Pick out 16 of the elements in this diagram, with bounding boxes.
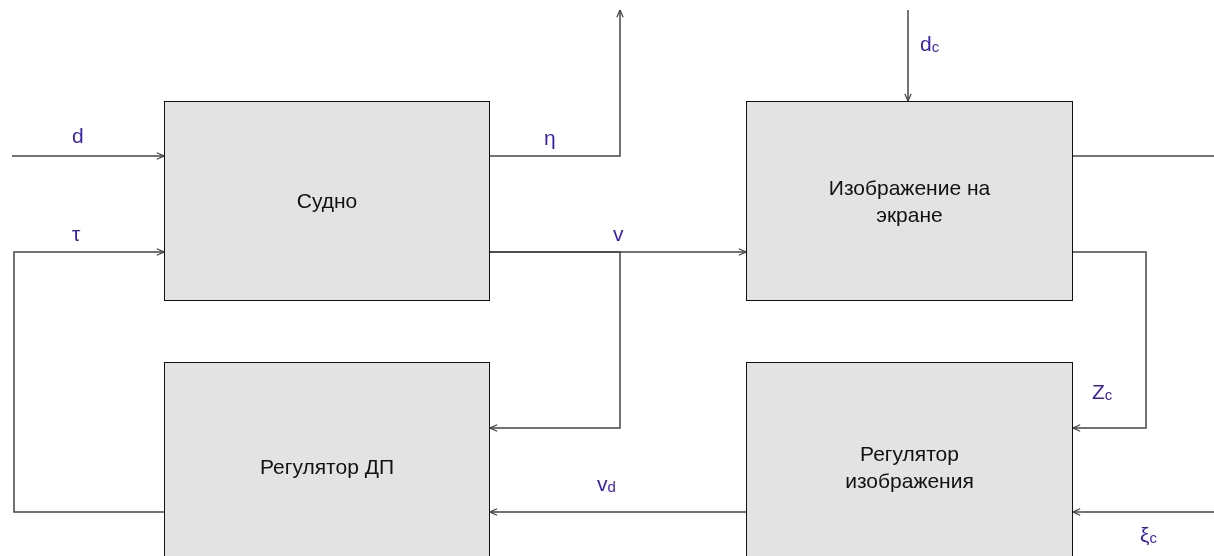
block-label: Регулятор ДП — [260, 454, 394, 481]
arrow — [489, 508, 747, 516]
arrow — [13, 248, 165, 513]
block-label: Изображение на экране — [827, 174, 992, 228]
arrow — [1072, 508, 1214, 516]
block-box — [164, 362, 490, 556]
block-label: Регулятор изображения — [844, 440, 975, 494]
arrow — [904, 9, 912, 102]
block-box — [746, 362, 1073, 556]
arrow — [1072, 251, 1147, 432]
block-box — [746, 101, 1073, 301]
arrow — [11, 152, 165, 160]
arrow — [489, 251, 621, 432]
block-label: Судно — [296, 188, 358, 215]
arrow — [489, 9, 624, 157]
block-box — [164, 101, 490, 301]
